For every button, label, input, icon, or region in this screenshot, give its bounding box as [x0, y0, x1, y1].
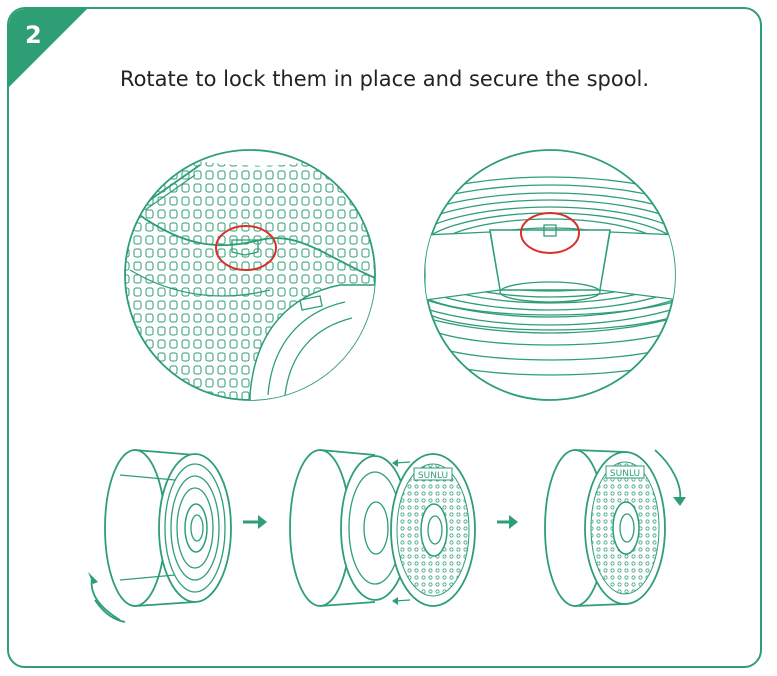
- detail-circle-right: [424, 149, 676, 401]
- arrow-right-icon: [497, 515, 518, 529]
- step-badge-icon: [9, 9, 87, 87]
- instruction-text: Rotate to lock them in place and secure …: [119, 67, 650, 91]
- spool-step-2: SUNLU: [289, 449, 476, 607]
- rotate-arrow-icon: [654, 449, 686, 506]
- spool-brand-label: SUNLU: [418, 471, 448, 481]
- spool-step-3: SUNLU: [544, 449, 686, 607]
- highlight-ring-right: [520, 212, 580, 254]
- rotate-arrow-icon: [88, 572, 98, 584]
- step-number: 2: [25, 21, 42, 49]
- spool-step-1: [88, 449, 232, 623]
- detail-circle-left: [124, 149, 376, 401]
- insert-arrow-icon: [392, 459, 411, 605]
- arrow-right-icon: [243, 515, 267, 529]
- highlight-ring-left: [215, 225, 277, 271]
- spool-brand-label: SUNLU: [610, 469, 640, 479]
